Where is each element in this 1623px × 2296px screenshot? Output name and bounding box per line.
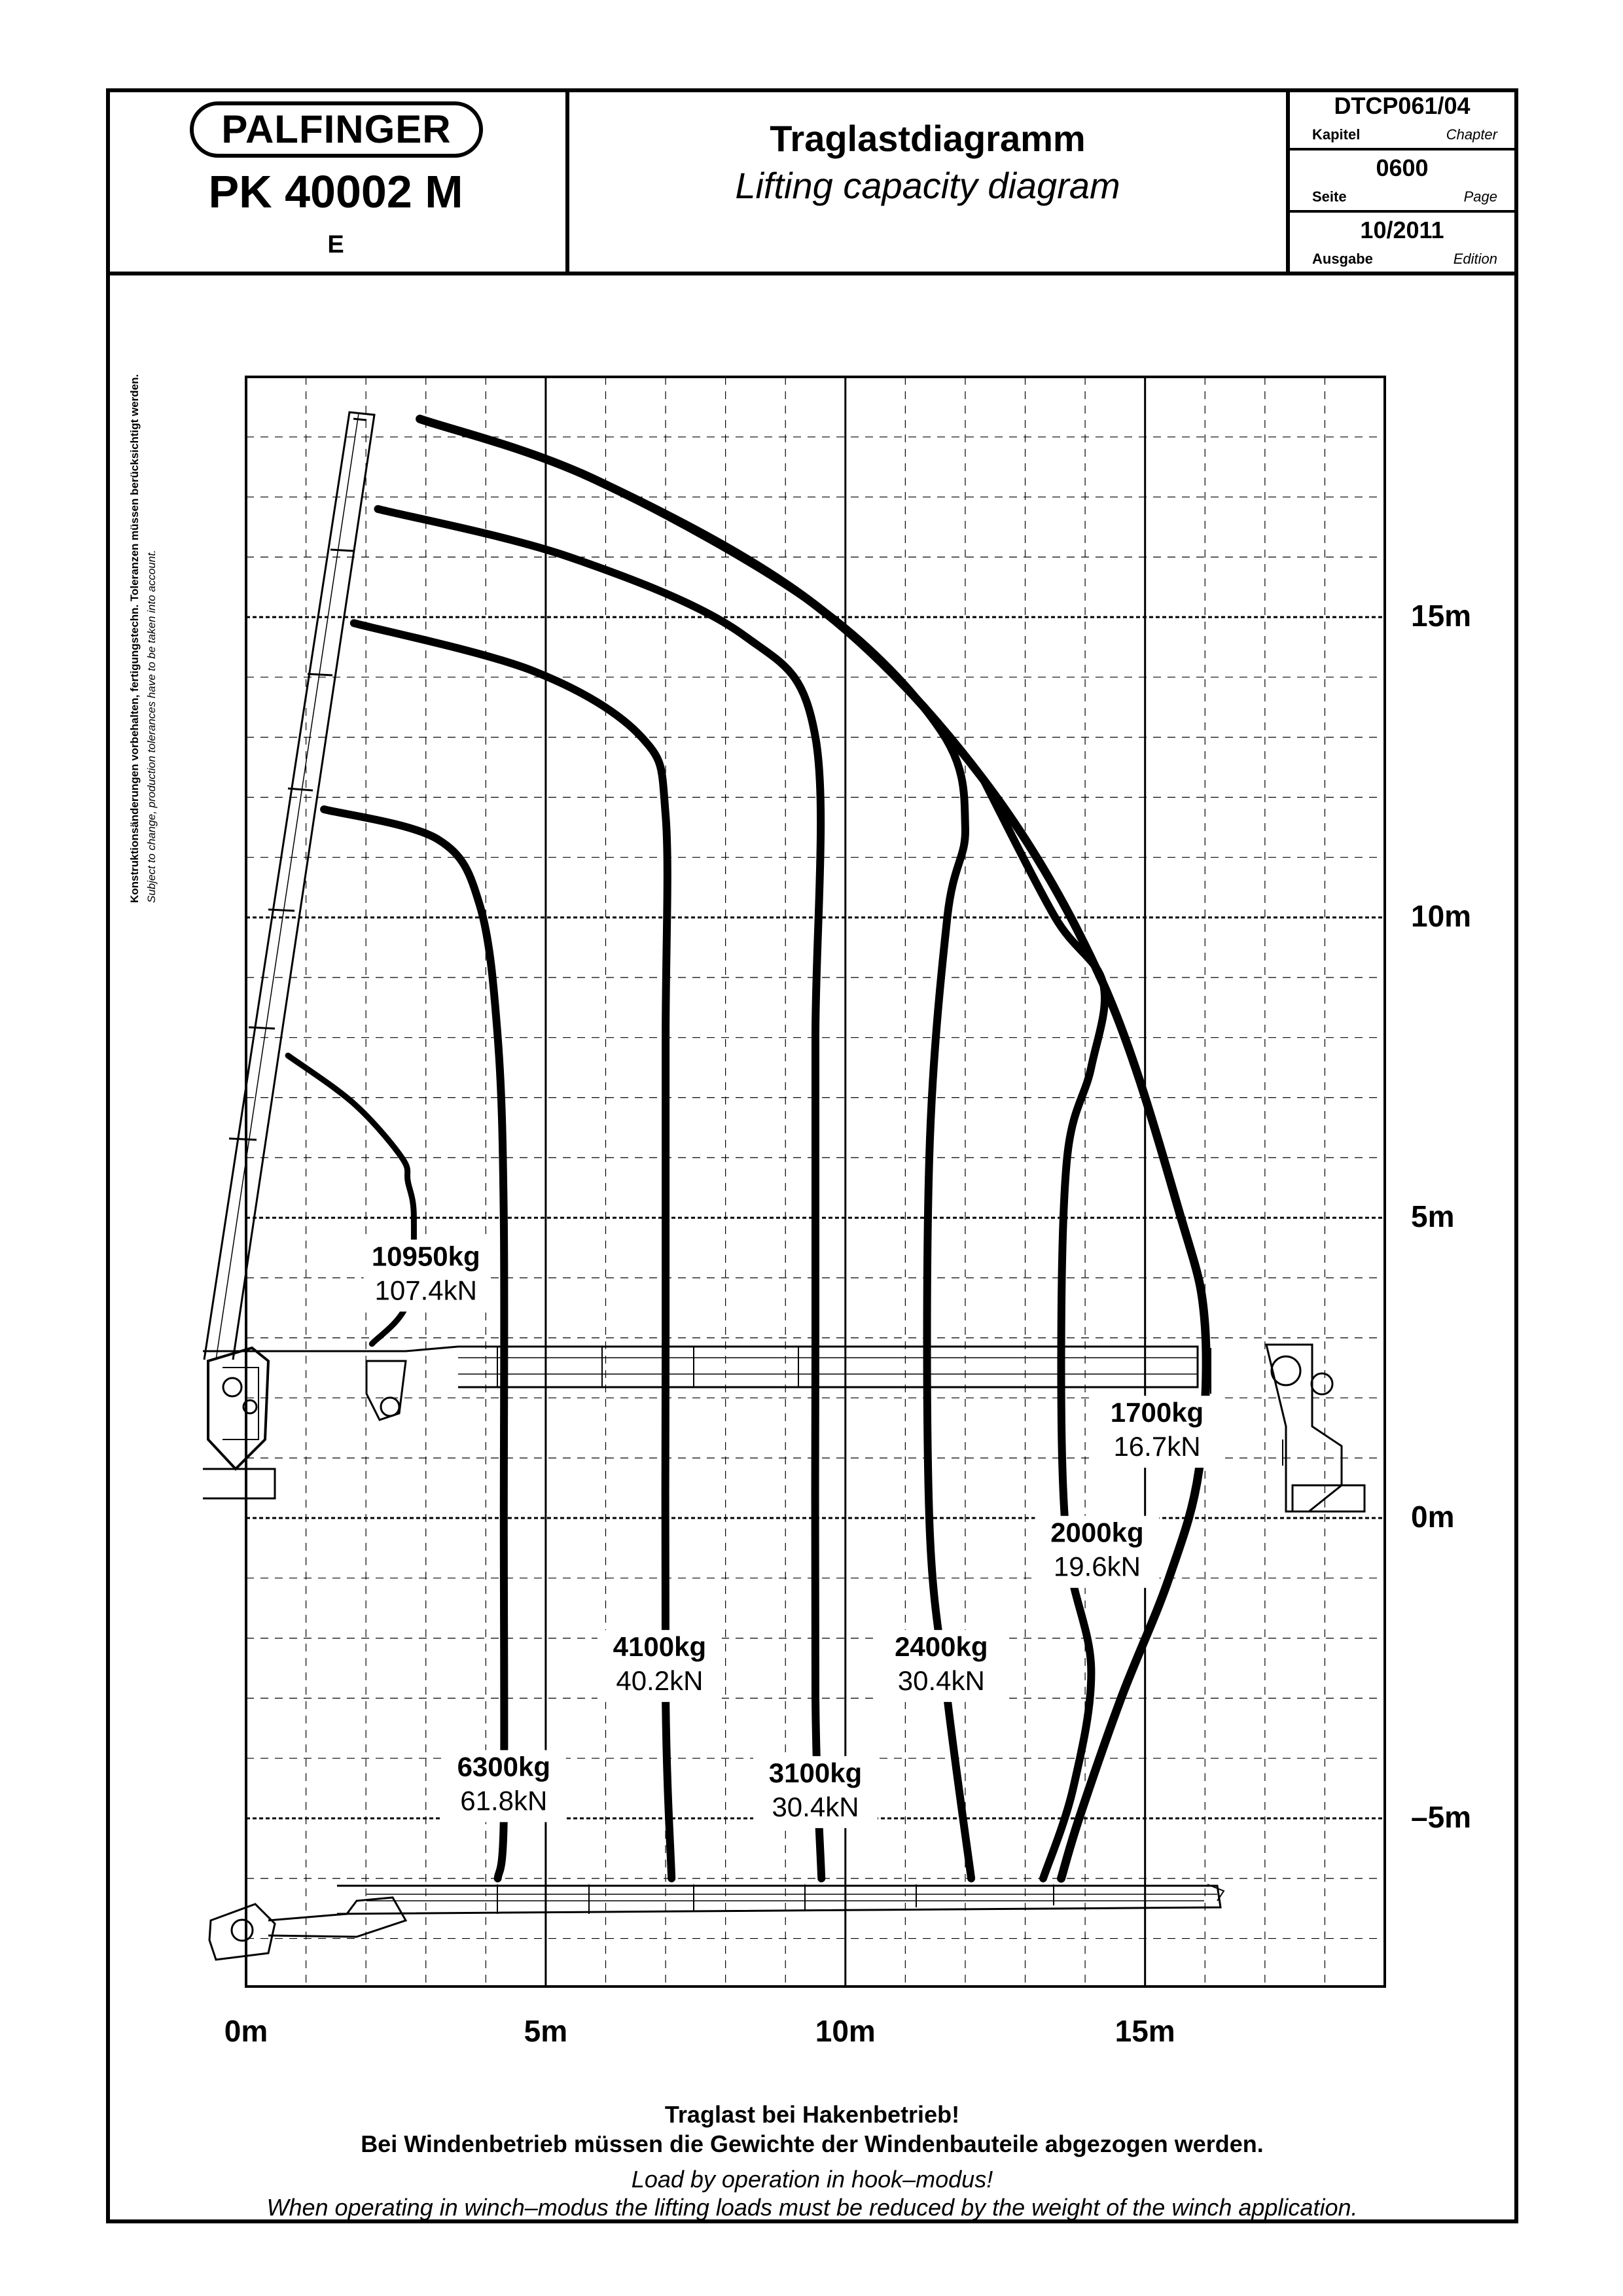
edition-box: 10/2011 Ausgabe Edition xyxy=(1290,213,1514,272)
load-label-kg: 2000kg xyxy=(1050,1517,1143,1548)
page-box: 0600 Seite Page xyxy=(1290,150,1514,213)
crane-folded-transport xyxy=(208,1884,1225,1961)
crane-drawing xyxy=(203,411,1366,1961)
label-background xyxy=(753,1756,878,1828)
load-label-kg: 3100kg xyxy=(769,1757,862,1788)
load-label-kn: 30.4kN xyxy=(898,1665,985,1696)
load-label-kg: 4100kg xyxy=(613,1631,706,1662)
load-curve-2000kg xyxy=(979,775,1109,1882)
load-label-kn: 16.7kN xyxy=(1113,1431,1200,1462)
page-frame xyxy=(106,88,1518,2223)
page-value: 0600 xyxy=(1376,154,1429,181)
x-tick-label: 15m xyxy=(1115,2014,1175,2048)
chapter-box: DTCP061/04 Kapitel Chapter xyxy=(1290,88,1514,150)
page-label-de: Seite xyxy=(1312,188,1347,205)
load-label-kn: 107.4kN xyxy=(375,1275,477,1306)
edition-value: 10/2011 xyxy=(1360,217,1444,243)
model-name: PK 40002 M xyxy=(208,166,463,217)
x-tick-label: 10m xyxy=(815,2014,876,2048)
label-background xyxy=(1095,1396,1219,1468)
crane-boom-horizontal xyxy=(203,1345,1211,1421)
page-title-en: Lifting capacity diagram xyxy=(735,165,1120,206)
label-background xyxy=(597,1630,722,1703)
load-label-kn: 30.4kN xyxy=(772,1792,859,1822)
chapter-label-en: Chapter xyxy=(1446,126,1497,143)
label-background xyxy=(1035,1515,1160,1588)
y-tick-label: 10m xyxy=(1411,899,1471,933)
load-curve-6300kg xyxy=(320,805,508,1882)
load-label-kg: 2400kg xyxy=(895,1631,988,1662)
load-label-kn: 40.2kN xyxy=(616,1665,703,1696)
y-tick-label: –5m xyxy=(1411,1800,1471,1834)
footer-en-line1: Load by operation in hook–modus! xyxy=(631,2166,993,2193)
y-tick-label: 5m xyxy=(1411,1199,1454,1233)
edition-label-de: Ausgabe xyxy=(1312,251,1373,267)
page-label-en: Page xyxy=(1463,188,1497,205)
brand-cell: PALFINGER PK 40002 M E xyxy=(106,88,569,272)
chapter-value: DTCP061/04 xyxy=(1334,92,1471,119)
crane-side-view xyxy=(1265,1343,1366,1513)
load-label-kn: 19.6kN xyxy=(1054,1551,1141,1582)
footer-en-line2: When operating in winch–modus the liftin… xyxy=(266,2194,1358,2221)
crane-boom-upright xyxy=(203,411,376,1500)
y-tick-label: 15m xyxy=(1411,599,1471,633)
title-block: PALFINGER PK 40002 M E Traglastdiagramm … xyxy=(106,88,1518,275)
meta-cell: DTCP061/04 Kapitel Chapter 0600 Seite Pa… xyxy=(1290,88,1514,272)
model-variant: E xyxy=(327,231,344,258)
footer-de-line2: Bei Windenbetrieb müssen die Gewichte de… xyxy=(361,2130,1264,2157)
x-tick-label: 0m xyxy=(224,2014,268,2048)
page-title-de: Traglastdiagramm xyxy=(770,118,1086,159)
label-background xyxy=(879,1630,1004,1703)
y-tick-label: 0m xyxy=(1411,1500,1454,1534)
chapter-label-de: Kapitel xyxy=(1312,126,1361,143)
edition-label-en: Edition xyxy=(1453,251,1497,267)
axis-labels: 15m 10m 5m 0m –5m 0m 5m 10m 15m xyxy=(224,599,1471,2048)
label-background xyxy=(363,1239,488,1312)
title-cell: Traglastdiagramm Lifting capacity diagra… xyxy=(569,88,1290,272)
load-curves xyxy=(285,414,1211,1883)
palfinger-logo: PALFINGER xyxy=(190,101,483,158)
x-tick-label: 5m xyxy=(524,2014,567,2048)
load-label-kn: 61.8kN xyxy=(460,1786,547,1816)
grid xyxy=(245,376,1386,1988)
label-background xyxy=(441,1750,566,1822)
footer-de-line1: Traglast bei Hakenbetrieb! xyxy=(664,2101,960,2128)
load-label-kg: 10950kg xyxy=(372,1241,480,1272)
load-curve-3100kg xyxy=(374,504,826,1882)
load-label-kg: 6300kg xyxy=(457,1752,550,1782)
load-curve-1700kg xyxy=(416,414,1211,1883)
load-label-kg: 1700kg xyxy=(1111,1397,1204,1428)
